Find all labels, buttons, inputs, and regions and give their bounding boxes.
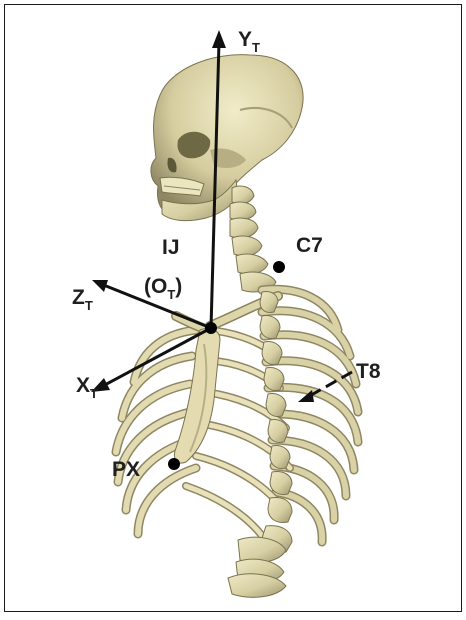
sternum <box>174 328 220 463</box>
cervical-spine <box>230 186 276 292</box>
px-landmark-dot <box>168 458 180 470</box>
y-axis-arrowhead <box>212 30 226 48</box>
px-label: PX <box>112 458 140 481</box>
z-axis-label: ZT <box>72 286 93 313</box>
lumbar-vertebrae <box>228 537 286 597</box>
origin-label: (OT) <box>144 275 182 302</box>
ij-landmark-dot <box>205 322 217 334</box>
ij-label: IJ <box>162 236 180 259</box>
skull <box>151 55 303 221</box>
t8-label: T8 <box>356 360 381 383</box>
c7-landmark-dot <box>273 261 285 273</box>
z-axis-arrowhead <box>92 280 108 292</box>
c7-label: C7 <box>296 234 323 257</box>
rib-cage <box>116 289 358 548</box>
x-axis-label: XT <box>76 374 98 401</box>
y-axis-label: YT <box>238 28 260 55</box>
